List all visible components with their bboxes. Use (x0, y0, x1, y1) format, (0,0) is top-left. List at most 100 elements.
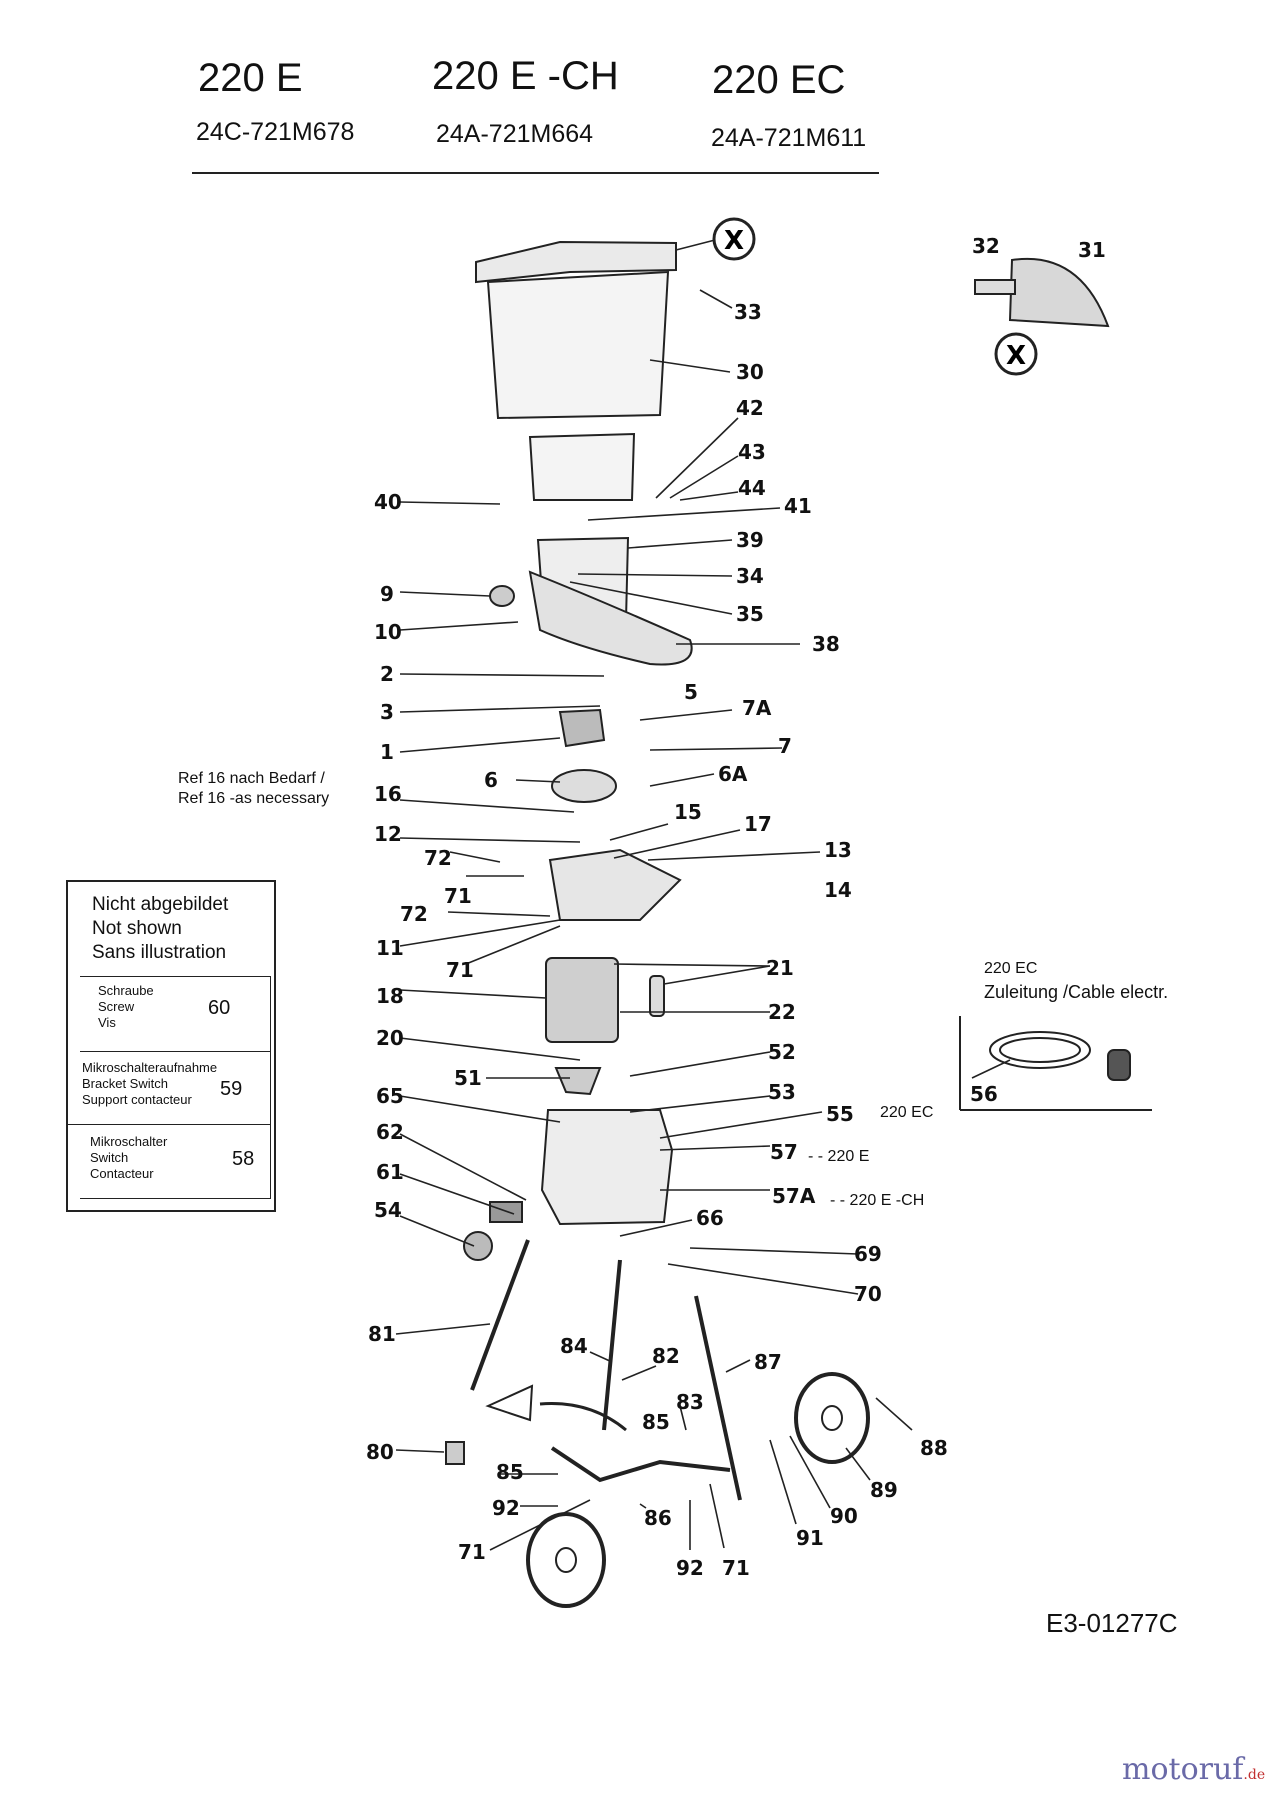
part-label-5: 5 (684, 680, 698, 704)
part-label-12: 12 (374, 822, 402, 846)
not-shown-item-59: Mikroschalteraufnahme Bracket Switch Sup… (68, 1050, 271, 1125)
part-label-18: 18 (376, 984, 404, 1008)
part-label-15: 15 (674, 800, 702, 824)
part-label-32: 32 (972, 234, 1000, 258)
part-label-3: 3 (380, 700, 394, 724)
part-label-13: 13 (824, 838, 852, 862)
model-220e-code: 24C-721M678 (196, 118, 355, 146)
model-220ec-code: 24A-721M611 (711, 124, 867, 152)
part-label-53: 53 (768, 1080, 796, 1104)
item-58-de: Mikroschalter (90, 1134, 168, 1149)
part-label-22: 22 (768, 1000, 796, 1024)
part-label-70: 70 (854, 1282, 882, 1306)
part-label-17: 17 (744, 812, 772, 836)
knob-9 (489, 585, 515, 607)
item-59-en: Bracket Switch (82, 1076, 168, 1091)
part-label-83: 83 (676, 1390, 704, 1414)
part-label-92-a: 92 (492, 1496, 520, 1520)
part-label-55: 55 (826, 1102, 854, 1126)
part-label-39: 39 (736, 528, 764, 552)
part-label-92-b: 92 (676, 1556, 704, 1580)
not-shown-item-58: Mikroschalter Switch Contacteur 58 (80, 1124, 271, 1199)
part-label-90: 90 (830, 1504, 858, 1528)
part-label-57: 57 (770, 1140, 798, 1164)
plate-6 (551, 769, 617, 803)
hopper-body (486, 270, 670, 420)
part-label-43: 43 (738, 440, 766, 464)
callout-x-detail-label: X (1006, 341, 1026, 371)
cross-frame (550, 1446, 731, 1483)
part-label-72-a: 72 (424, 846, 452, 870)
part-label-16: 16 (374, 782, 402, 806)
motor-18 (545, 957, 619, 1043)
part-label-88: 88 (920, 1436, 948, 1460)
part-label-71-c: 71 (458, 1540, 486, 1564)
part-label-38: 38 (812, 632, 840, 656)
part-label-41: 41 (784, 494, 812, 518)
part-label-56: 56 (970, 1082, 998, 1106)
model-220ec-title: 220 EC (712, 58, 846, 102)
part-label-86: 86 (644, 1506, 672, 1530)
callout-x-top-label: X (724, 226, 744, 256)
part-label-35: 35 (736, 602, 764, 626)
cable-model: 220 EC (984, 960, 1038, 977)
part-label-65: 65 (376, 1084, 404, 1108)
model-220e-ch-title: 220 E -CH (432, 54, 619, 98)
leg-81 (470, 1239, 530, 1391)
hopper-detail (1008, 257, 1110, 328)
note-ref16-en: Ref 16 -as necessary (178, 790, 330, 807)
leg-84 (602, 1259, 622, 1431)
item-60-ref: 60 (208, 997, 231, 1019)
item-60-fr: Vis (98, 1015, 116, 1030)
part-label-57A: 57A (772, 1184, 816, 1208)
item-58-ref: 58 (232, 1148, 255, 1170)
callout-x-top (712, 217, 756, 261)
item-59-ref: 59 (220, 1078, 243, 1100)
hopper-lower (528, 432, 636, 501)
not-shown-title-de: Nicht abgebildet (92, 894, 229, 915)
foot-80 (445, 1441, 465, 1465)
model-220e-ch-code: 24A-721M664 (436, 120, 594, 148)
part-label-6A: 6A (718, 762, 748, 786)
item-59-de: Mikroschalteraufnahme (82, 1060, 218, 1075)
part-label-69: 69 (854, 1242, 882, 1266)
not-shown-box: Nicht abgebildet Not shown Sans illustra… (66, 880, 276, 1212)
knob-54 (463, 1231, 493, 1261)
part-label-34: 34 (736, 564, 764, 588)
part-label-71-a: 71 (444, 884, 472, 908)
part-label-72-b: 72 (400, 902, 428, 926)
part-label-2: 2 (380, 662, 394, 686)
part-label-31: 31 (1078, 238, 1106, 262)
variant-57: - - 220 E (808, 1148, 870, 1165)
header-rule (192, 172, 879, 174)
watermark-name: motoruf (1122, 1752, 1244, 1787)
part-label-7: 7 (778, 734, 792, 758)
part-label-51: 51 (454, 1066, 482, 1090)
part-label-33: 33 (734, 300, 762, 324)
item-60-en: Screw (98, 999, 135, 1014)
variant-55: 220 EC (880, 1104, 934, 1121)
part-label-9: 9 (380, 582, 394, 606)
item-58-en: Switch (90, 1150, 129, 1165)
part-label-62: 62 (376, 1120, 404, 1144)
part-label-71-d: 71 (722, 1556, 750, 1580)
part-label-42: 42 (736, 396, 764, 420)
part-label-44: 44 (738, 476, 766, 500)
hopper-rim (475, 240, 677, 284)
part-label-81: 81 (368, 1322, 396, 1346)
not-shown-title-fr: Sans illustration (92, 942, 227, 963)
note-ref16-de: Ref 16 nach Bedarf / (178, 770, 325, 787)
item-58-fr: Contacteur (90, 1166, 154, 1181)
part-label-82: 82 (652, 1344, 680, 1368)
model-220e-title: 220 E (198, 56, 303, 100)
part-label-71-b: 71 (446, 958, 474, 982)
base-housing (540, 1109, 674, 1226)
part-label-66: 66 (696, 1206, 724, 1230)
part-label-54: 54 (374, 1198, 402, 1222)
part-label-30: 30 (736, 360, 764, 384)
part-label-10: 10 (374, 620, 402, 644)
part-label-21: 21 (766, 956, 794, 980)
part-label-87: 87 (754, 1350, 782, 1374)
part-label-80: 80 (366, 1440, 394, 1464)
